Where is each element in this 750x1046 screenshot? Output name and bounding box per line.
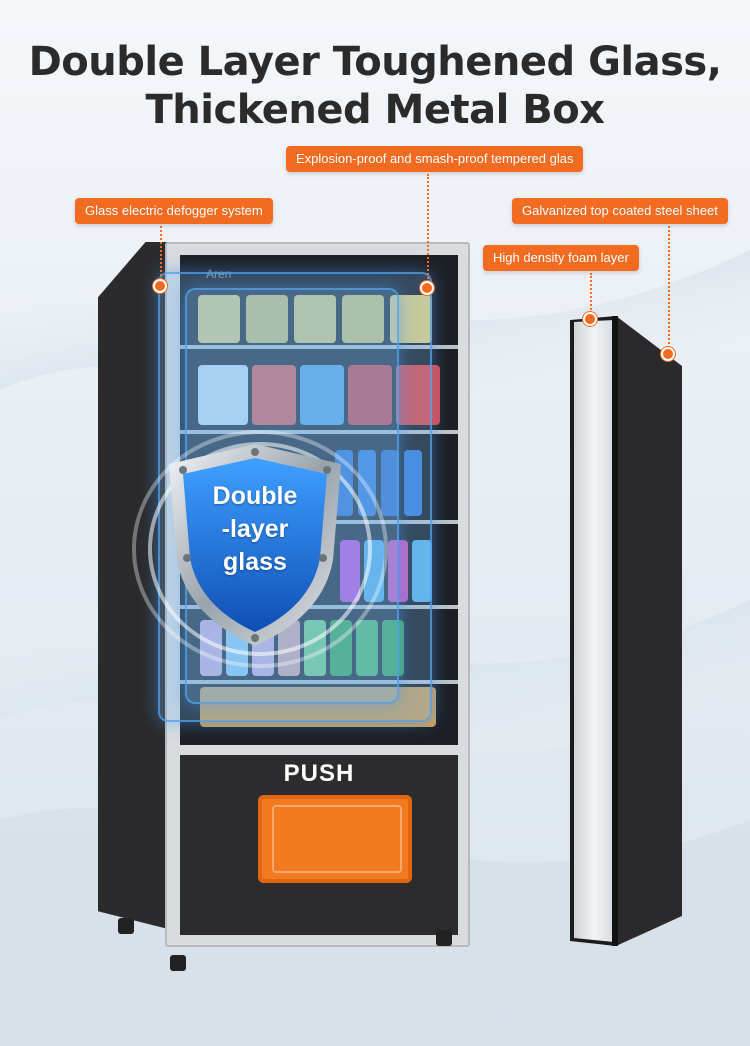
marker-dot: [583, 312, 597, 326]
brand-mark: Aren: [206, 267, 232, 281]
headline-line1: Double Layer Toughened Glass,: [28, 39, 722, 85]
shield-line3: glass: [223, 548, 287, 576]
shield-ring: [132, 430, 388, 668]
caster-wheel: [118, 918, 134, 934]
leader-line: [590, 273, 592, 313]
shield-line1: Double: [212, 482, 298, 510]
callout-steel-sheet: Galvanized top coated steel sheet: [512, 198, 728, 224]
wall-cross-section: [570, 316, 682, 946]
leader-line: [427, 174, 429, 282]
caster-wheel: [436, 930, 452, 946]
caster-wheel: [170, 955, 186, 971]
leader-line: [668, 226, 670, 348]
product-pickup-flap[interactable]: [258, 795, 412, 883]
callout-foam-layer: High density foam layer: [483, 245, 639, 271]
callout-defogger: Glass electric defogger system: [75, 198, 273, 224]
marker-dot: [153, 279, 167, 293]
callout-tempered-glass: Explosion-proof and smash-proof tempered…: [286, 146, 584, 172]
push-label: PUSH: [283, 760, 355, 787]
shield-ring: [148, 442, 372, 656]
shield-icon: [169, 444, 341, 646]
marker-dot: [420, 281, 434, 295]
headline-line2: Thickened Metal Box: [145, 87, 605, 133]
shield-text: Double -layer glass: [160, 480, 350, 579]
shield-line2: -layer: [221, 515, 289, 543]
marker-dot: [661, 347, 675, 361]
leader-line: [160, 226, 162, 280]
